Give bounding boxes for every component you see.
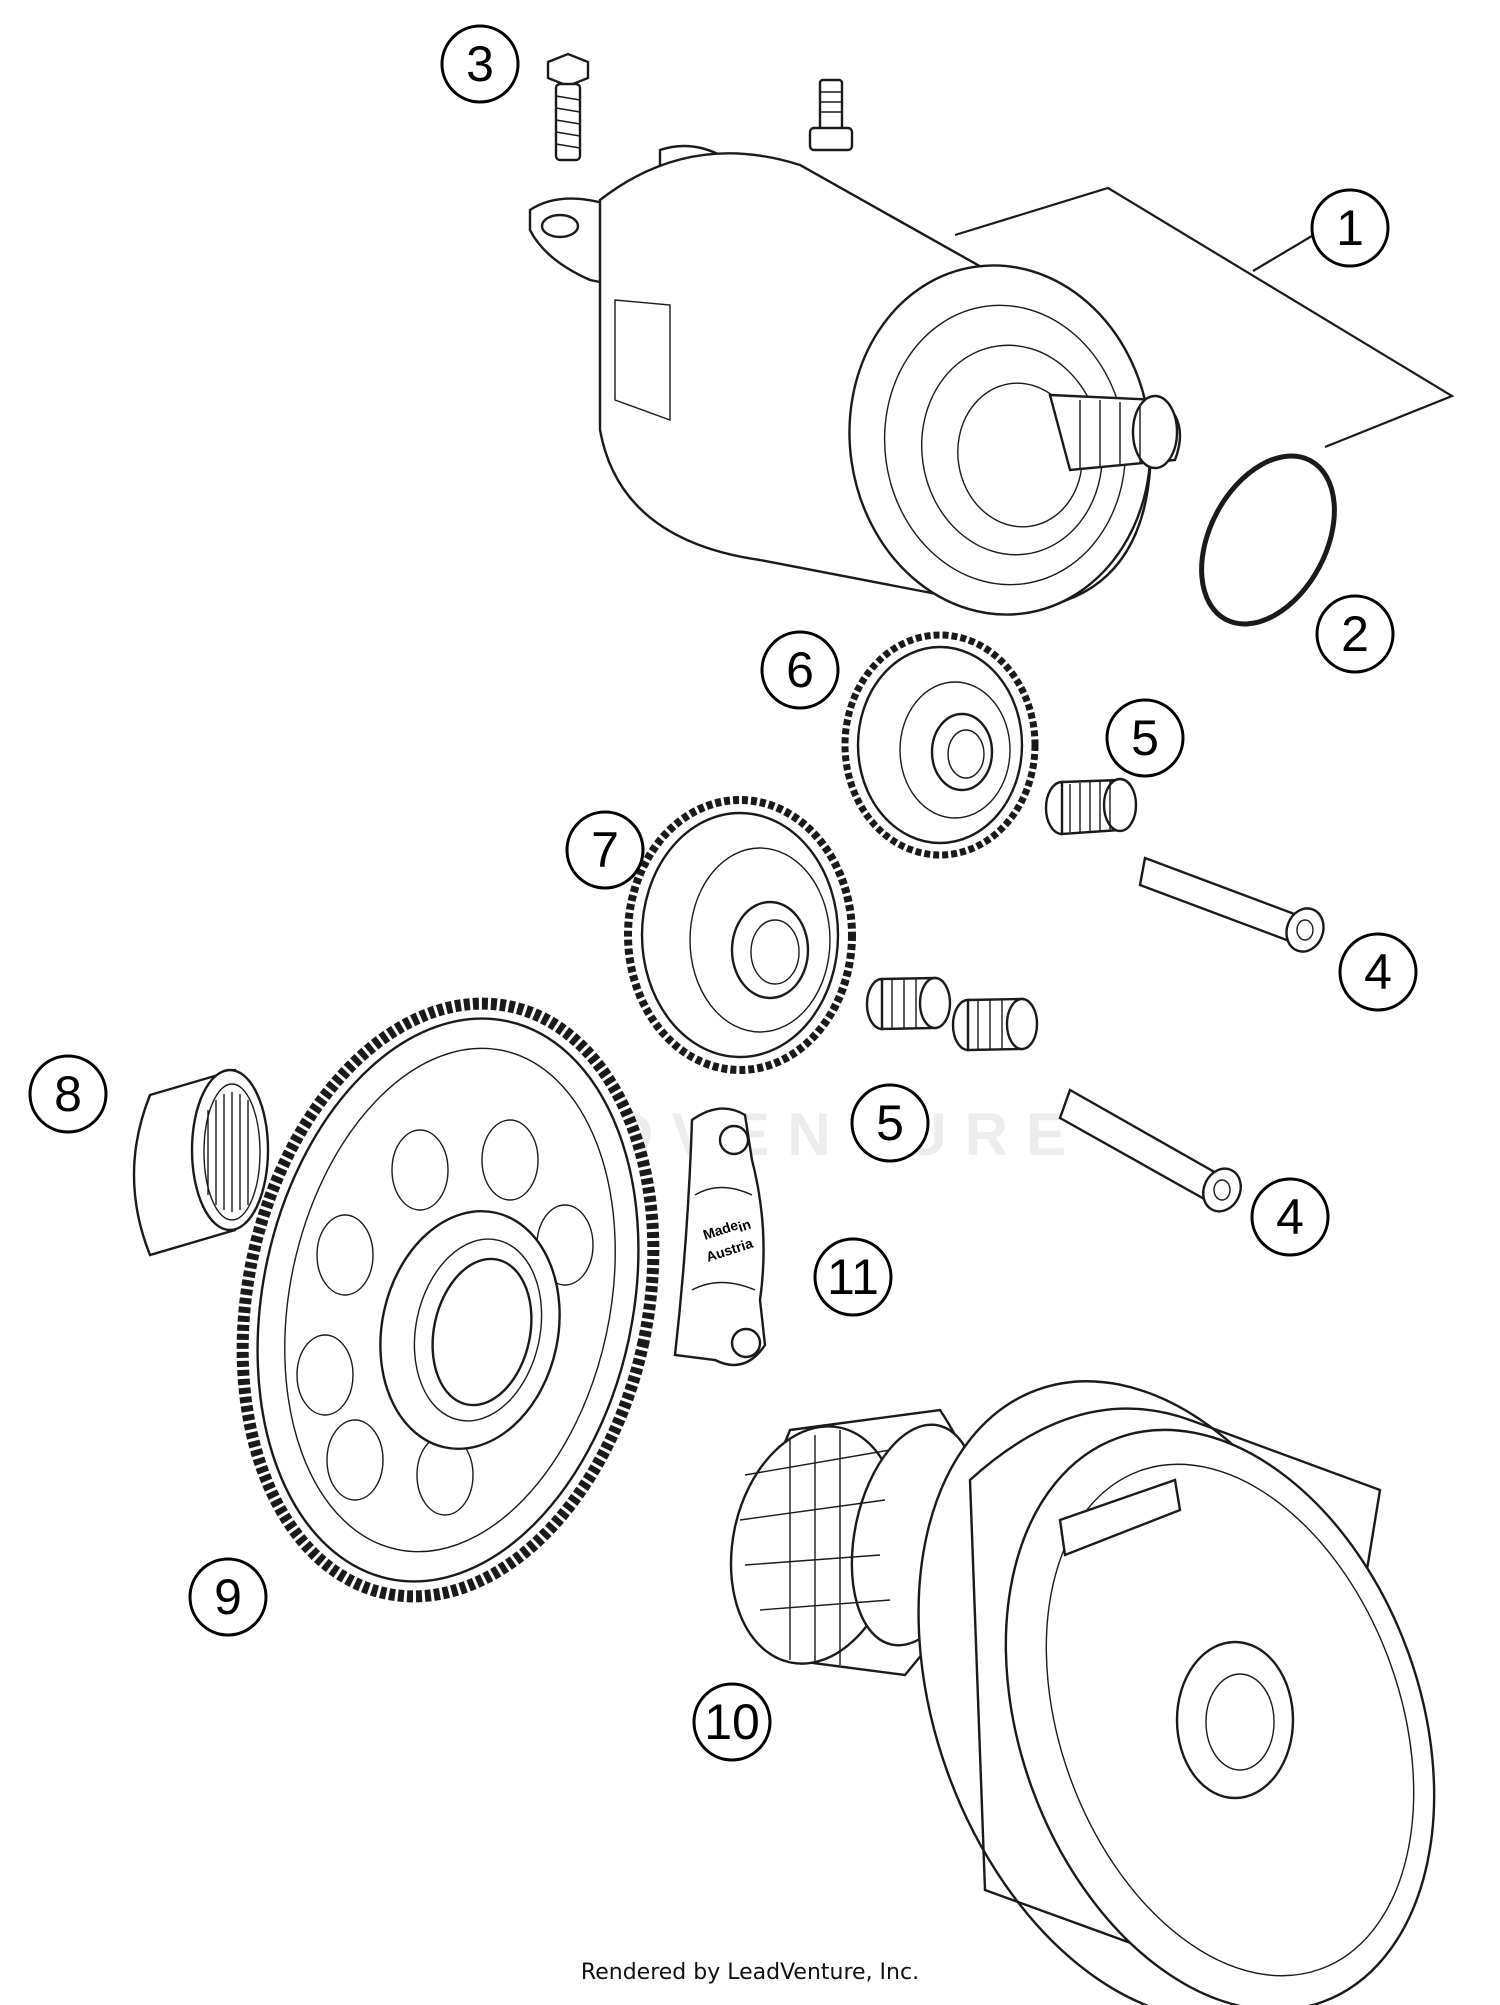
callout-label-1: 1 [1336,200,1364,256]
callout-8: 8 [28,1054,108,1134]
render-credit: Rendered by LeadVenture, Inc. [580,1960,920,1985]
callout-label-3: 3 [466,36,494,92]
gear-part-9 [236,997,660,1603]
needle-bearing-part-5-upper [1044,777,1138,836]
callout-label-4-upper: 4 [1364,944,1392,1000]
callout-label-7: 7 [591,822,619,878]
starter-motor-part-1 [528,78,1455,616]
callout-3: 3 [440,24,520,104]
needle-bearing-part-5-lower-left [865,976,952,1031]
gear-part-7 [624,796,856,1074]
callout-4-upper: 4 [1338,932,1418,1012]
callout-7: 7 [565,810,645,890]
callout-label-9: 9 [214,1569,242,1625]
pin-part-4-lower [1058,1088,1242,1213]
callout-2: 2 [1315,594,1395,674]
callout-5-lower: 5 [850,1083,930,1163]
bushing-part-8 [132,1068,270,1257]
callout-label-10: 10 [704,1694,760,1750]
callout-1: 1 [1310,188,1390,268]
callout-label-4-lower: 4 [1276,1189,1304,1245]
part-marking-line-2: in [736,1216,753,1235]
callout-5-upper: 5 [1105,698,1185,778]
o-ring-part-2 [1199,453,1337,627]
callout-4-lower: 4 [1250,1177,1330,1257]
callout-label-5-lower: 5 [876,1095,904,1151]
gear-part-6 [841,631,1039,859]
callout-label-6: 6 [786,642,814,698]
callout-11: 11 [813,1237,893,1317]
callout-label-2: 2 [1341,606,1369,662]
callout-6: 6 [760,630,840,710]
callout-9: 9 [188,1557,268,1637]
needle-bearing-part-5-lower-right [951,997,1039,1052]
pin-part-4-upper [1138,856,1325,953]
bolt-part-3 [546,52,590,162]
rotor-flywheel [917,1380,1436,2005]
callout-label-8: 8 [54,1066,82,1122]
bracket-part-11: Made in Austria [673,1107,767,1367]
callout-label-11: 11 [827,1249,879,1305]
callout-10: 10 [692,1682,772,1762]
callout-label-5-upper: 5 [1131,710,1159,766]
